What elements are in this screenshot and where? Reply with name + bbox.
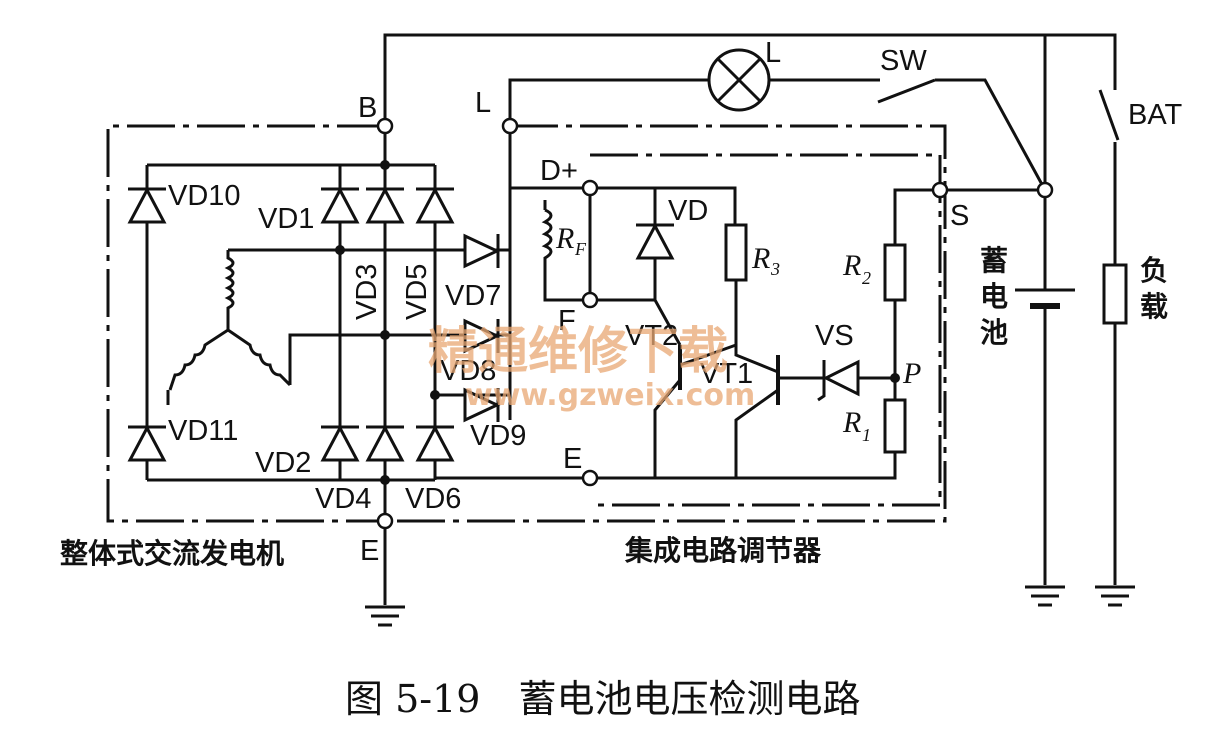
b-terminal-wire (383, 33, 1117, 126)
vs-label: VS (815, 320, 854, 352)
warning-lamp (707, 48, 771, 112)
vd1-label: VD1 (258, 203, 314, 235)
r1-subscript: 1 (862, 425, 871, 445)
vd6-label: VD6 (405, 483, 461, 515)
switch-blade (877, 78, 936, 104)
rf-label: R (555, 222, 574, 255)
vd8-label: VD8 (440, 355, 496, 387)
terminal-nodes (376, 117, 1054, 530)
r1-label: R (842, 406, 861, 439)
vd9-label: VD9 (470, 420, 526, 452)
watermark-text: 精通维修下载 (428, 322, 728, 380)
node-e-reg-label: E (563, 443, 582, 475)
switch-label: SW (880, 45, 927, 77)
load-label: 负载 (1140, 254, 1168, 323)
battery-label: 蓄电池 (980, 244, 1008, 349)
generator-label: 整体式交流发电机 (60, 537, 284, 570)
vd3-label: VD3 (351, 264, 383, 320)
vd2-label: VD2 (255, 447, 311, 479)
node-dplus-label: D+ (540, 155, 578, 187)
node-s-label: S (950, 200, 969, 232)
vt1-label: VT1 (700, 358, 753, 390)
vd4-label: VD4 (315, 483, 371, 515)
lamp-label: L (765, 37, 781, 69)
figure-caption: 图 5-19 蓄电池电压检测电路 (345, 677, 860, 721)
node-e-gen-label: E (360, 535, 379, 567)
vd-label: VD (668, 195, 708, 227)
regulator-boundary (385, 124, 947, 523)
vd5-label: VD5 (401, 264, 433, 320)
vd11-label: VD11 (168, 415, 238, 447)
rf-subscript: F (574, 239, 587, 259)
generator-boundary (106, 124, 385, 523)
node-b-label: B (358, 92, 377, 124)
r2-label: R (842, 249, 861, 282)
regulator-label: 集成电路调节器 (624, 534, 822, 567)
battery-symbol (1015, 288, 1075, 585)
r3-subscript: 3 (770, 259, 780, 279)
regulator-inner-boundary (590, 153, 942, 507)
node-l-label: L (475, 87, 491, 119)
vd10-label: VD10 (168, 180, 241, 212)
r3-label: R (751, 242, 770, 275)
r2-subscript: 2 (862, 268, 871, 288)
l-terminal-wire (508, 78, 708, 126)
bat-switch-label: BAT (1128, 99, 1183, 131)
node-f-label: F (558, 305, 576, 337)
vt2-label: VT2 (625, 320, 678, 352)
ground-symbols (365, 521, 1135, 627)
switch-to-s-wire (935, 78, 1047, 191)
rectifier-bridge (127, 126, 512, 521)
watermark-url: www.gzweix.com (465, 378, 755, 413)
load-branch (1098, 89, 1128, 585)
node-p-label: P (902, 357, 921, 390)
vd7-label: VD7 (445, 280, 501, 312)
